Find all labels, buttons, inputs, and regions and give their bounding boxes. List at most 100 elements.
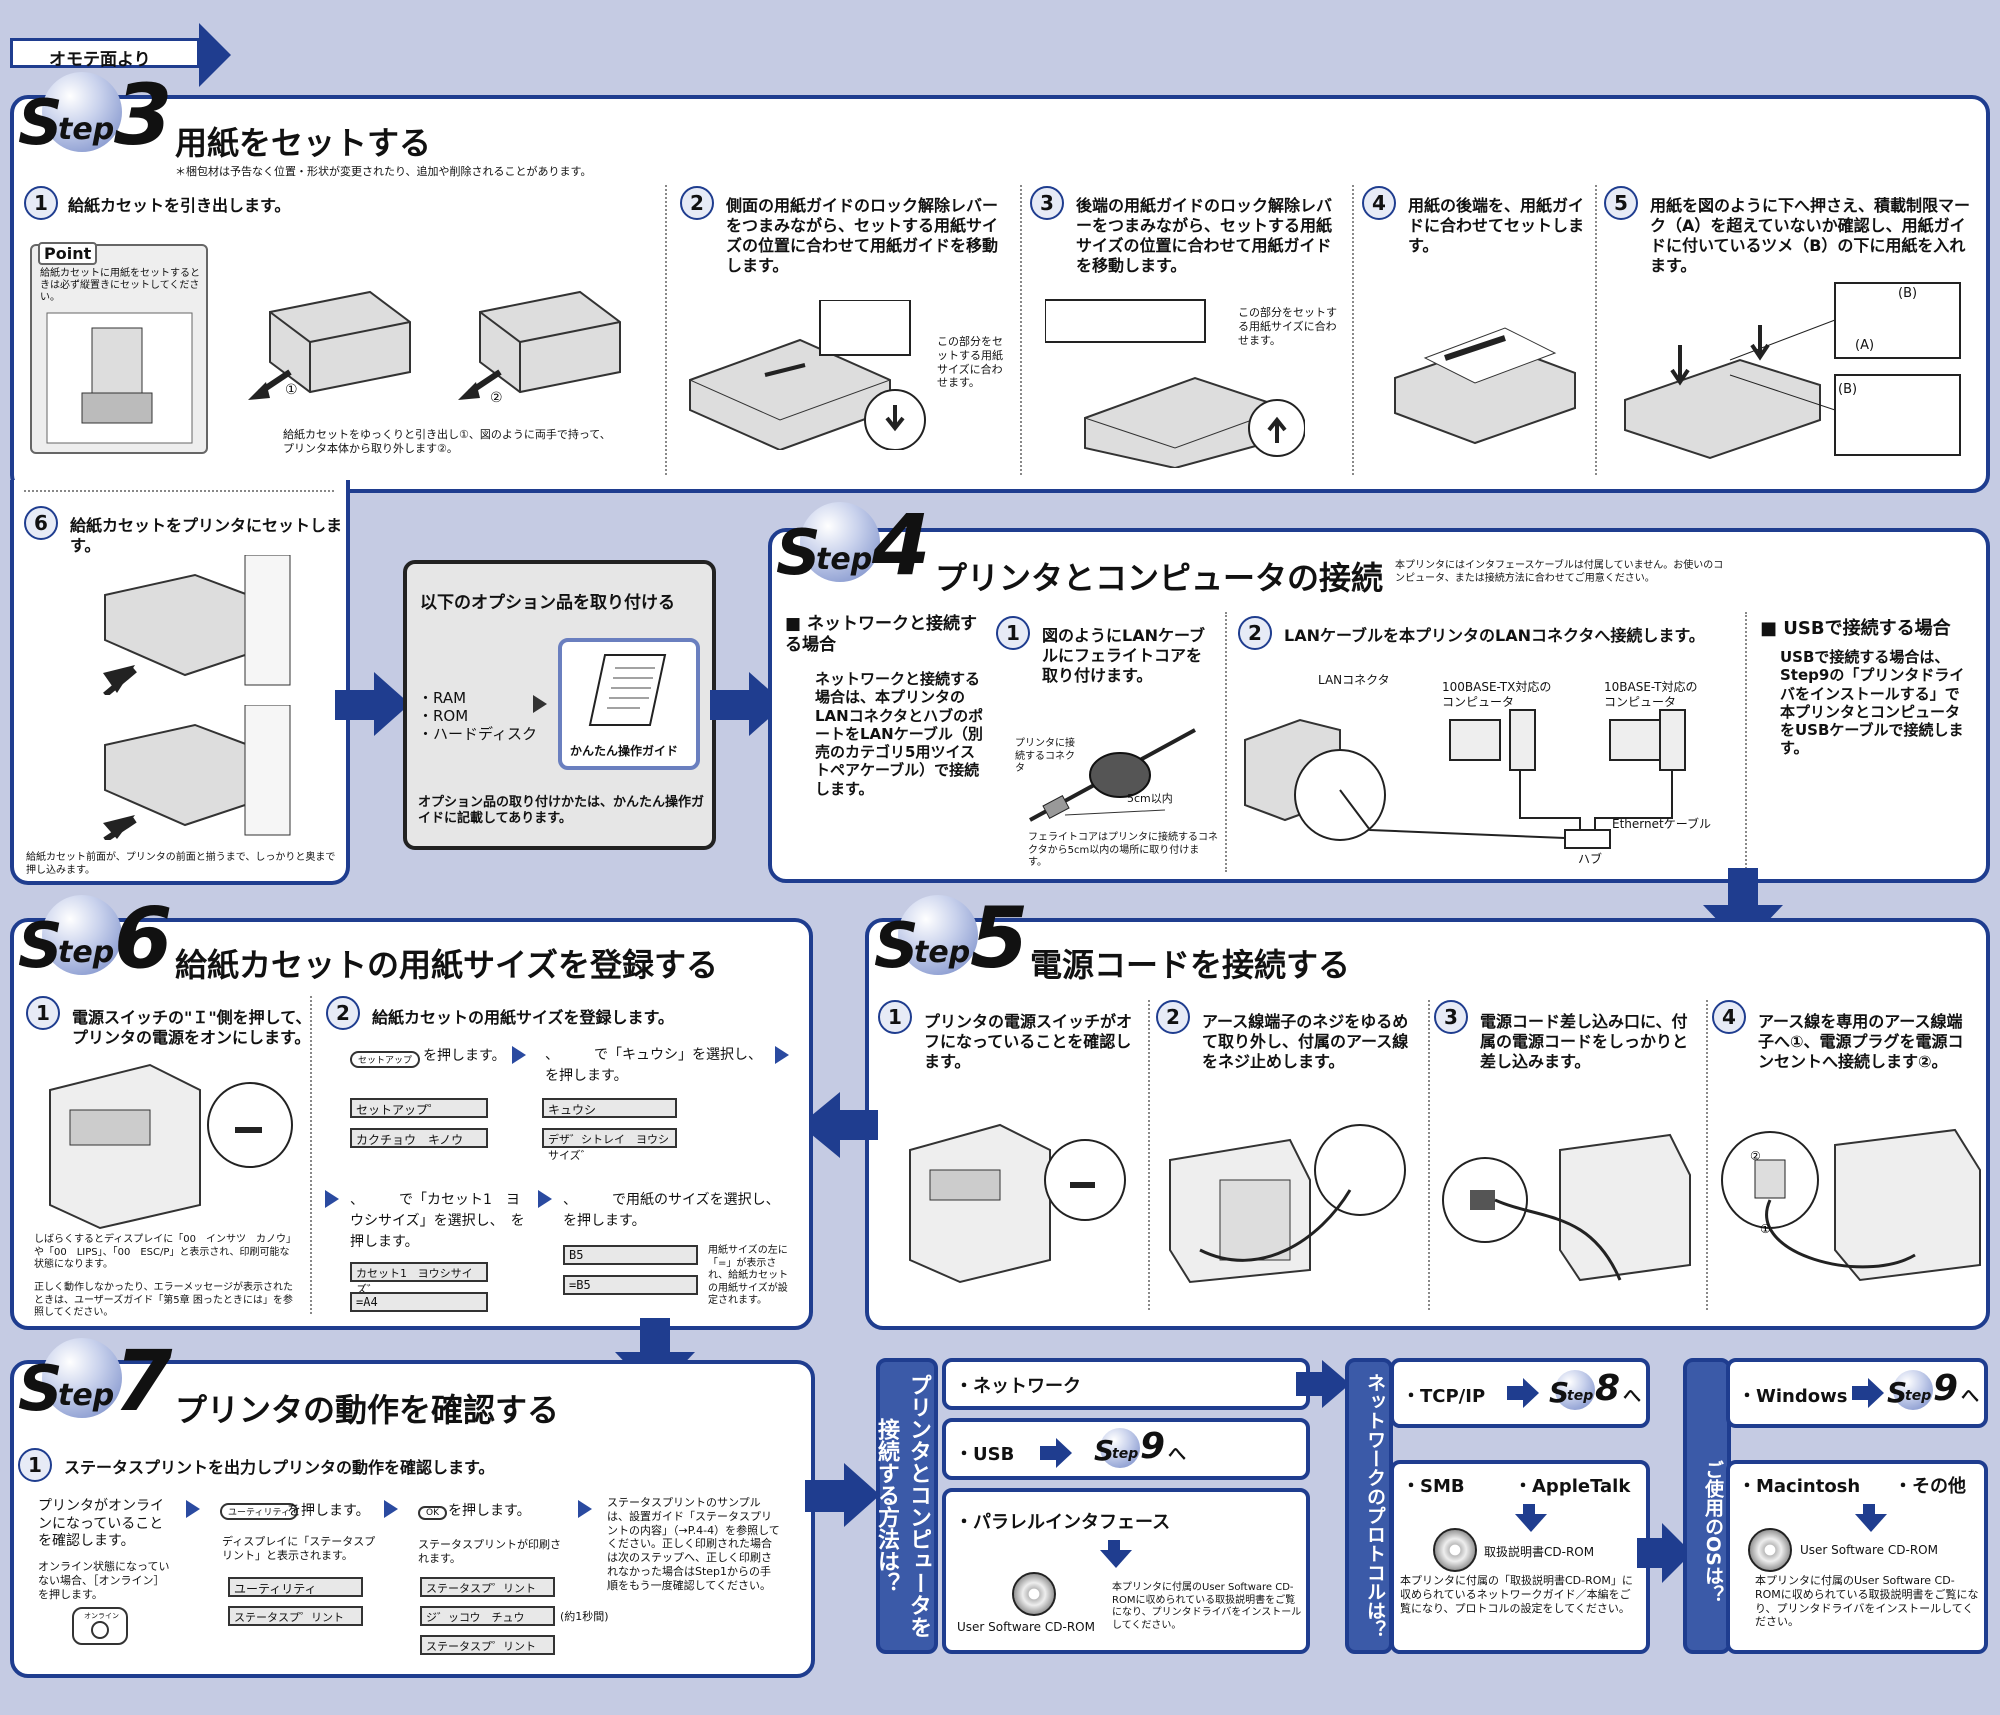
step5-num-1: 1	[878, 1000, 912, 1034]
flow-arrow	[710, 690, 750, 720]
step5-title: 電源コードを接続する	[1030, 946, 1351, 984]
flow-arrow-head	[1056, 1438, 1072, 1468]
windows-step-num: 9	[1933, 1368, 1959, 1409]
insert-cassette-image-1	[103, 555, 291, 695]
label-b-bottom: (B)	[1838, 382, 1858, 397]
usb-option-label: ・USB	[955, 1444, 1015, 1465]
manual-cd-label: 取扱説明書CD-ROM	[1484, 1545, 1595, 1559]
step4-title: プリンタとコンピュータの接続	[935, 559, 1384, 597]
step5-num-3: 3	[1434, 1000, 1468, 1034]
step7-press-ok: を押します。	[448, 1503, 531, 1519]
lcd-display: ステータスプ゜リント	[228, 1606, 363, 1626]
step5-text-4: アース線を専用のアース線端子へ①、電源プラグを電源コンセントへ接続します②。	[1758, 1012, 1964, 1071]
step6-instr-2: 、 で「キュウシ」を選択し、 を押します。	[545, 1047, 769, 1084]
point-text: 給紙カセットに用紙をセットするときは必ず縦置きにセットしてください。	[40, 268, 200, 303]
lcd-display: B5	[563, 1245, 698, 1265]
flow-arrow	[1728, 868, 1758, 906]
option-item-hdd: ・ハードディスク	[418, 725, 537, 743]
step3-title: 用紙をセットする	[175, 124, 432, 162]
separator	[1352, 185, 1354, 475]
cd-rom-icon	[1012, 1572, 1056, 1616]
mac-label: ・Macintosh	[1738, 1476, 1861, 1497]
lcd-display: ステータスプ゜リント	[420, 1577, 555, 1597]
step6-note-1: しばらくするとディスプレイに「00 インサツ カノウ」や「00 LIPS」、「0…	[34, 1234, 292, 1270]
step7-panel	[10, 1360, 815, 1678]
lan-connector-label: LANコネクタ	[1318, 673, 1390, 687]
step4-num-1: 1	[996, 616, 1030, 650]
step3-num-6: 6	[24, 506, 58, 540]
smb-label: ・SMB	[1402, 1476, 1465, 1497]
separator	[1745, 612, 1747, 872]
step3-num-5: 5	[1604, 186, 1638, 220]
step6-side-note: 用紙サイズの左に「=」が表示され、給紙カセットの用紙サイズが設定されます。	[708, 1245, 789, 1306]
step-ref-ball	[1893, 1370, 1933, 1410]
tcpip-option-label: ・TCP/IP	[1402, 1386, 1486, 1407]
step-ref-tep: tep	[1905, 1388, 1932, 1404]
options-note: オプション品の取り付けかたは、かんたん操作ガイドに記載してあります。	[418, 795, 705, 827]
separator	[665, 185, 667, 475]
power-cord-image	[1442, 1133, 1691, 1282]
step4-text-1: 図のようにLANケーブルにフェライトコアを取り付けます。	[1042, 626, 1206, 685]
hub-label: ハブ	[1578, 852, 1603, 866]
lcd-display: カクチョウ キノウ	[350, 1128, 488, 1148]
step7-online-note: オンライン状態になっていない場合、［オンライン］を押します。	[38, 1560, 170, 1601]
step3-num-2: 2	[680, 186, 714, 220]
parallel-option-label: ・パラレルインタフェース	[955, 1512, 1171, 1533]
guide-card: かんたん操作ガイド	[558, 638, 700, 770]
options-title: 以下のオプション品を取り付ける	[420, 593, 675, 613]
setup-button[interactable]: セットアップ	[350, 1048, 421, 1068]
down-arrow-icon	[1523, 1504, 1535, 1516]
printer-power-image	[49, 1063, 293, 1230]
step7-title: プリンタの動作を確認する	[175, 1391, 560, 1429]
step-ref-tep: tep	[1112, 1446, 1139, 1462]
windows-step-to: へ	[1961, 1386, 1979, 1407]
step7-press-utility: を押します。	[287, 1503, 370, 1519]
triangle-icon	[512, 1046, 526, 1064]
separator	[1706, 1000, 1708, 1310]
pc2-label: 10BASE-T対応のコンピュータ	[1604, 680, 1698, 709]
step3-num-4: 4	[1362, 186, 1396, 220]
parallel-option[interactable]	[942, 1488, 1310, 1654]
step-ref-s: S	[1549, 1376, 1570, 1409]
triangle-icon	[384, 1500, 398, 1518]
appletalk-label: ・AppleTalk	[1514, 1476, 1631, 1497]
ok-button[interactable]: OK	[418, 1500, 447, 1520]
label-b-top: (B)	[1898, 286, 1918, 301]
flow-arrow	[838, 1110, 878, 1140]
option-item-rom: ・ROM	[418, 707, 469, 725]
step7-print-note: ステータスプリントが印刷されます。	[418, 1538, 561, 1565]
triangle-icon	[325, 1190, 339, 1208]
parallel-text: 本プリンタに付属のUser Software CD-ROMに収められている取扱説…	[1112, 1582, 1302, 1631]
step5-num-2: 2	[1156, 1000, 1190, 1034]
usb-step-to: へ	[1168, 1444, 1186, 1465]
online-button[interactable]: オンライン	[72, 1607, 128, 1645]
step7-check-online: プリンタがオンラインになっていることを確認します。	[38, 1498, 164, 1549]
label-a: (A)	[1855, 338, 1875, 353]
ferrite-label-distance: 5cm以内	[1127, 792, 1173, 805]
flow-arrow	[1040, 1446, 1058, 1460]
tcpip-step-num: 8	[1595, 1368, 1621, 1409]
paper-limit-image	[1624, 282, 1961, 460]
header-tab: オモテ面より	[10, 23, 231, 87]
windows-step-ref: S tep 9 へ	[1883, 1368, 1987, 1416]
step4-text-2: LANケーブルを本プリンタのLANコネクタへ接続します。	[1284, 626, 1705, 645]
triangle-icon	[186, 1500, 200, 1518]
triangle-icon	[775, 1046, 789, 1064]
lcd-display: デザ゛シトレイ ヨウシサイズ゛	[542, 1128, 677, 1162]
utility-button[interactable]: ユーティリティ	[220, 1500, 298, 1520]
network-diagram	[1244, 709, 1686, 849]
step4-usb-title: ■ USBで接続する場合	[1760, 618, 1951, 639]
flow-arrow	[1296, 1372, 1324, 1396]
tcpip-step-to: へ	[1623, 1386, 1641, 1407]
paper-load-image	[1394, 327, 1576, 445]
separator	[1020, 185, 1022, 475]
pull-cassette-image-1	[248, 290, 411, 400]
pull-cassette-image-2	[458, 290, 621, 400]
down-arrow-icon	[1108, 1540, 1120, 1552]
mac-cd-label: User Software CD-ROM	[1800, 1543, 1938, 1557]
network-option[interactable]	[942, 1358, 1310, 1410]
flow-arrow-head	[1523, 1378, 1539, 1408]
mac-text: 本プリンタに付属のUser Software CD-ROMに収められている取扱説…	[1755, 1574, 1979, 1629]
step-ref-ball	[1100, 1428, 1140, 1468]
